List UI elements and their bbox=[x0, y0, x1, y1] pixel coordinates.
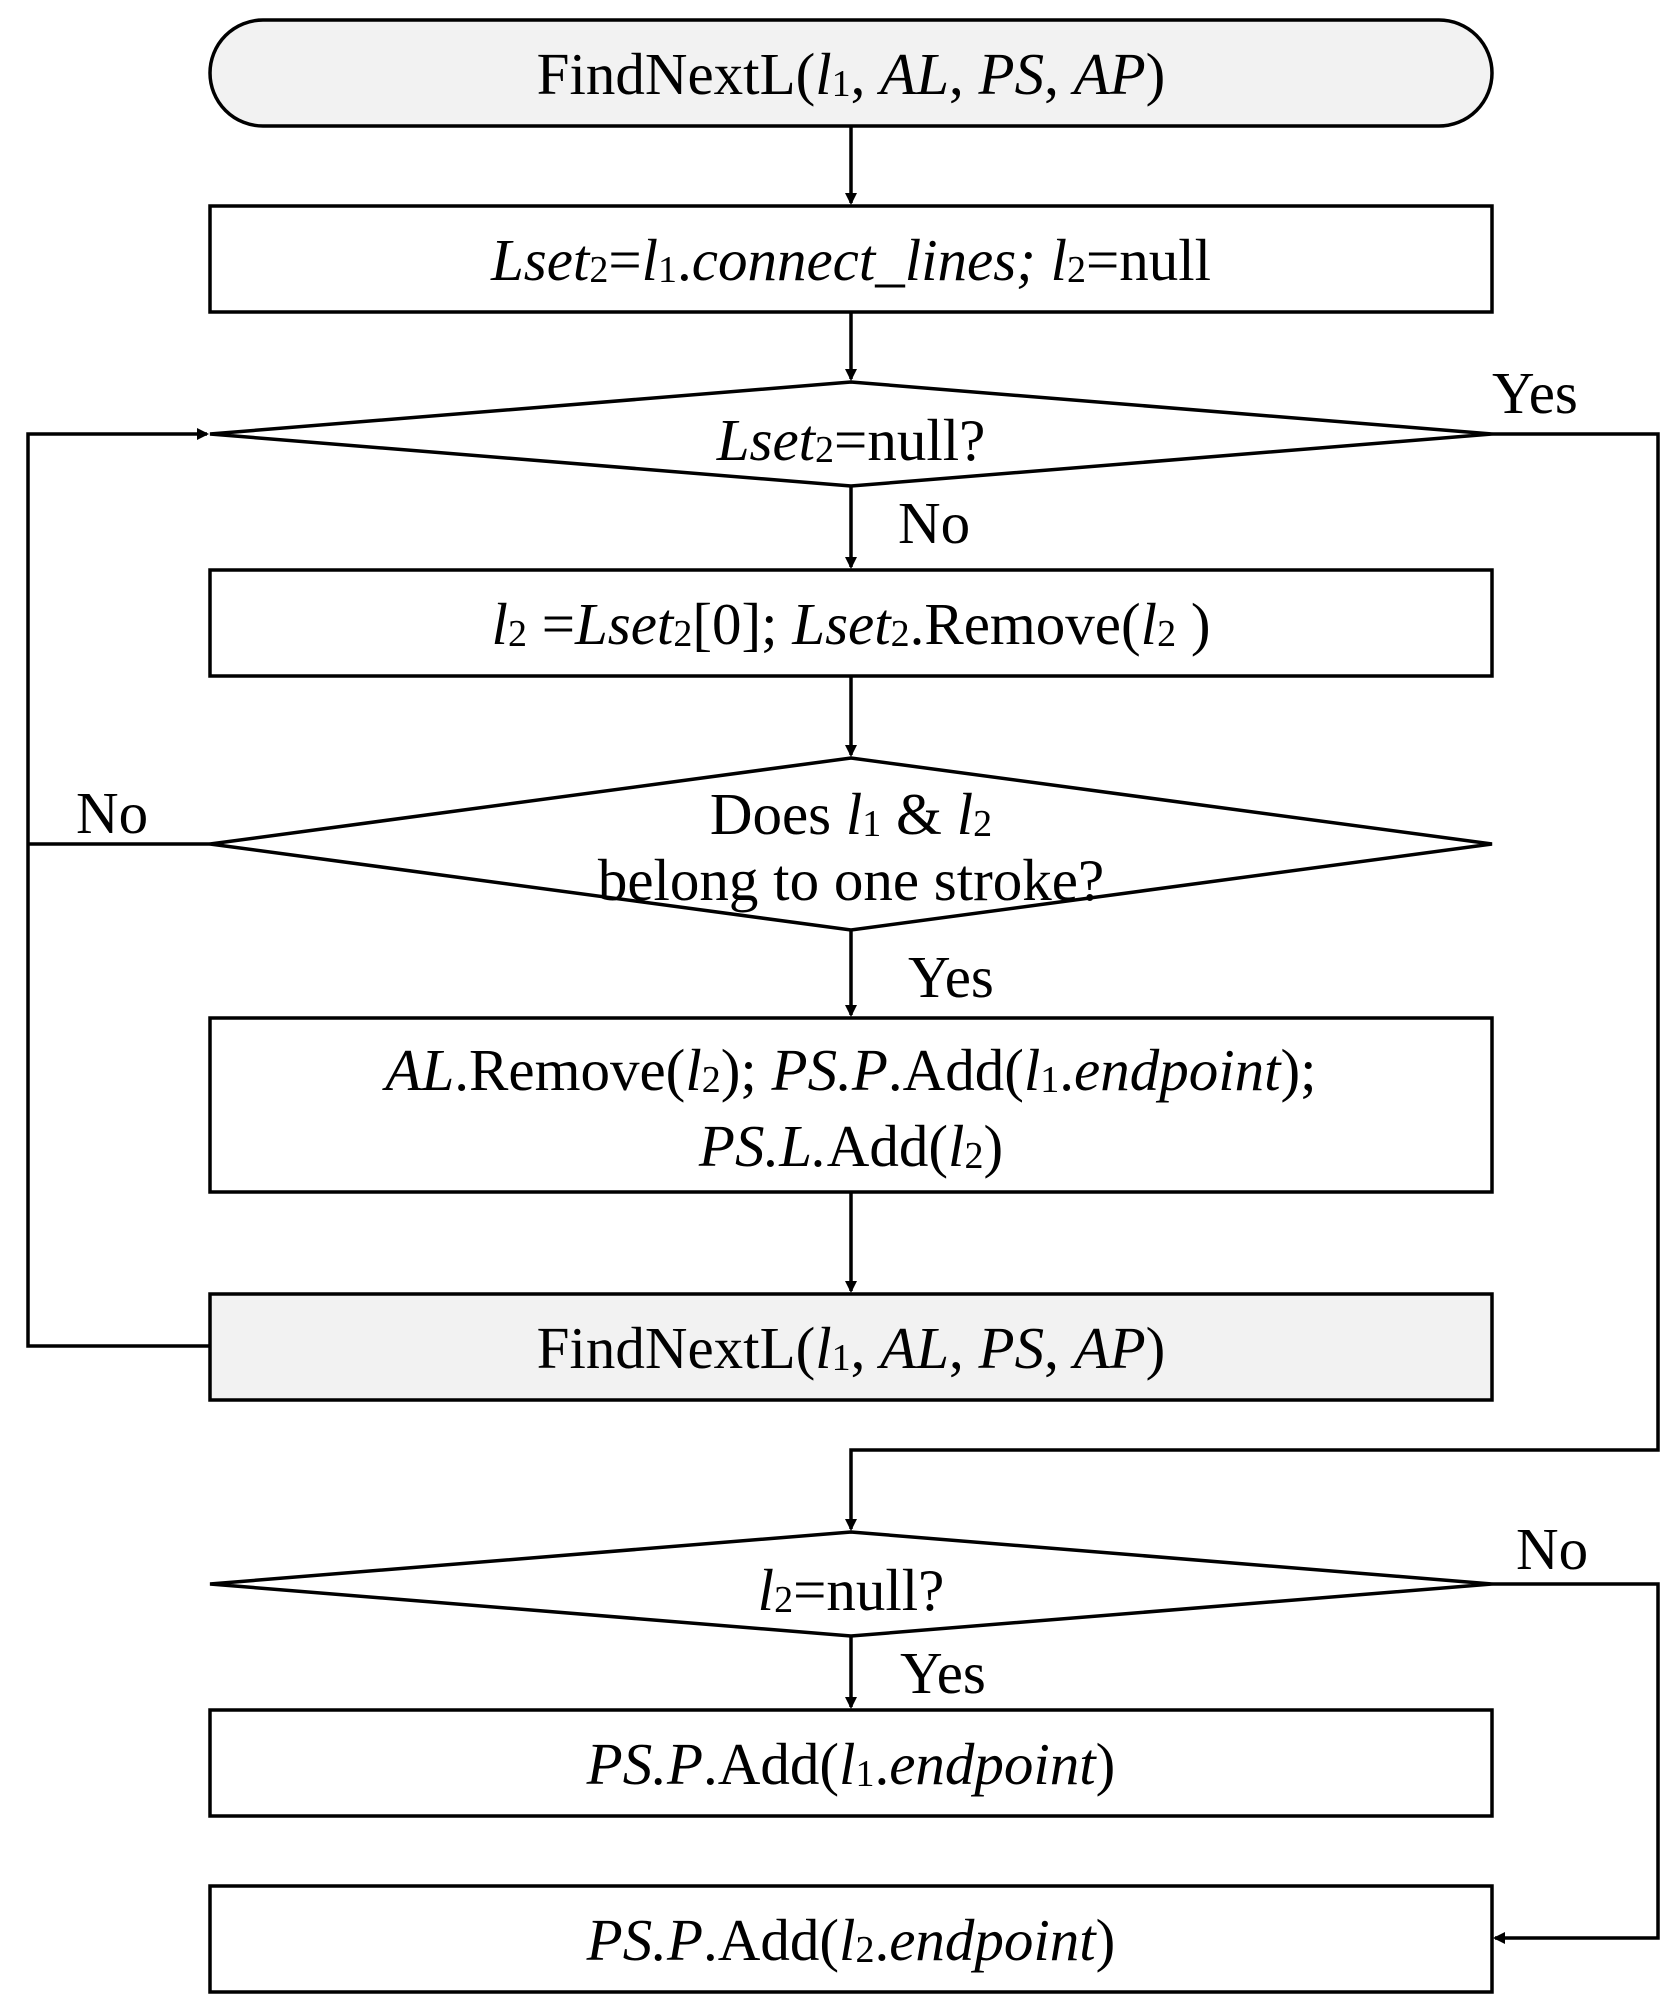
add-l2-endpoint-label: PS.P.Add(l2.endpoint) bbox=[586, 1907, 1116, 1973]
add-l2-endpoint-box bbox=[208, 1884, 1494, 1994]
add-ops-label-line1: AL.Remove(l2); PS.P.Add(l1.endpoint); bbox=[385, 1037, 1317, 1103]
init-process-label: Lset2=l1.connect_lines; l2=null bbox=[490, 227, 1212, 293]
edge-recurse-loop-back bbox=[26, 428, 210, 1348]
add-ops-process-box bbox=[208, 1016, 1494, 1194]
same-stroke-decision-label-line2: belong to one stroke? bbox=[597, 847, 1105, 913]
recurse-call-label: FindNextL(l1, AL, PS, AP) bbox=[536, 1315, 1166, 1381]
same-stroke-decision bbox=[209, 756, 1493, 932]
same-stroke-no-label: No bbox=[76, 780, 149, 846]
add-l1-endpoint-label: PS.P.Add(l1.endpoint) bbox=[586, 1731, 1116, 1797]
lset-null-yes-label: Yes bbox=[1492, 360, 1578, 426]
start-terminal-label: FindNextL(l1, AL, PS, AP) bbox=[536, 41, 1166, 107]
lset-null-decision-label: Lset2=null? bbox=[716, 407, 986, 473]
l2-null-yes-label: Yes bbox=[900, 1640, 986, 1706]
same-stroke-yes-label: Yes bbox=[908, 944, 994, 1010]
l2-null-no-label: No bbox=[1516, 1516, 1589, 1582]
take-first-process-label: l2 =Lset2[0]; Lset2.Remove(l2 ) bbox=[491, 591, 1211, 657]
lset-null-no-label: No bbox=[898, 490, 971, 556]
add-l1-endpoint-box bbox=[208, 1708, 1494, 1818]
same-stroke-decision-label-line1: Does l1 & l2 bbox=[709, 781, 993, 847]
init-process-box bbox=[208, 204, 1494, 314]
l2-null-decision-label: l2=null? bbox=[757, 1557, 945, 1623]
edge-cond1-yes-to-cond3 bbox=[845, 432, 1660, 1531]
add-ops-label-line2: PS.L.Add(l2) bbox=[698, 1113, 1004, 1179]
take-first-process-box bbox=[208, 568, 1494, 678]
edge-cond3-no-to-addl2 bbox=[1492, 1582, 1660, 1944]
